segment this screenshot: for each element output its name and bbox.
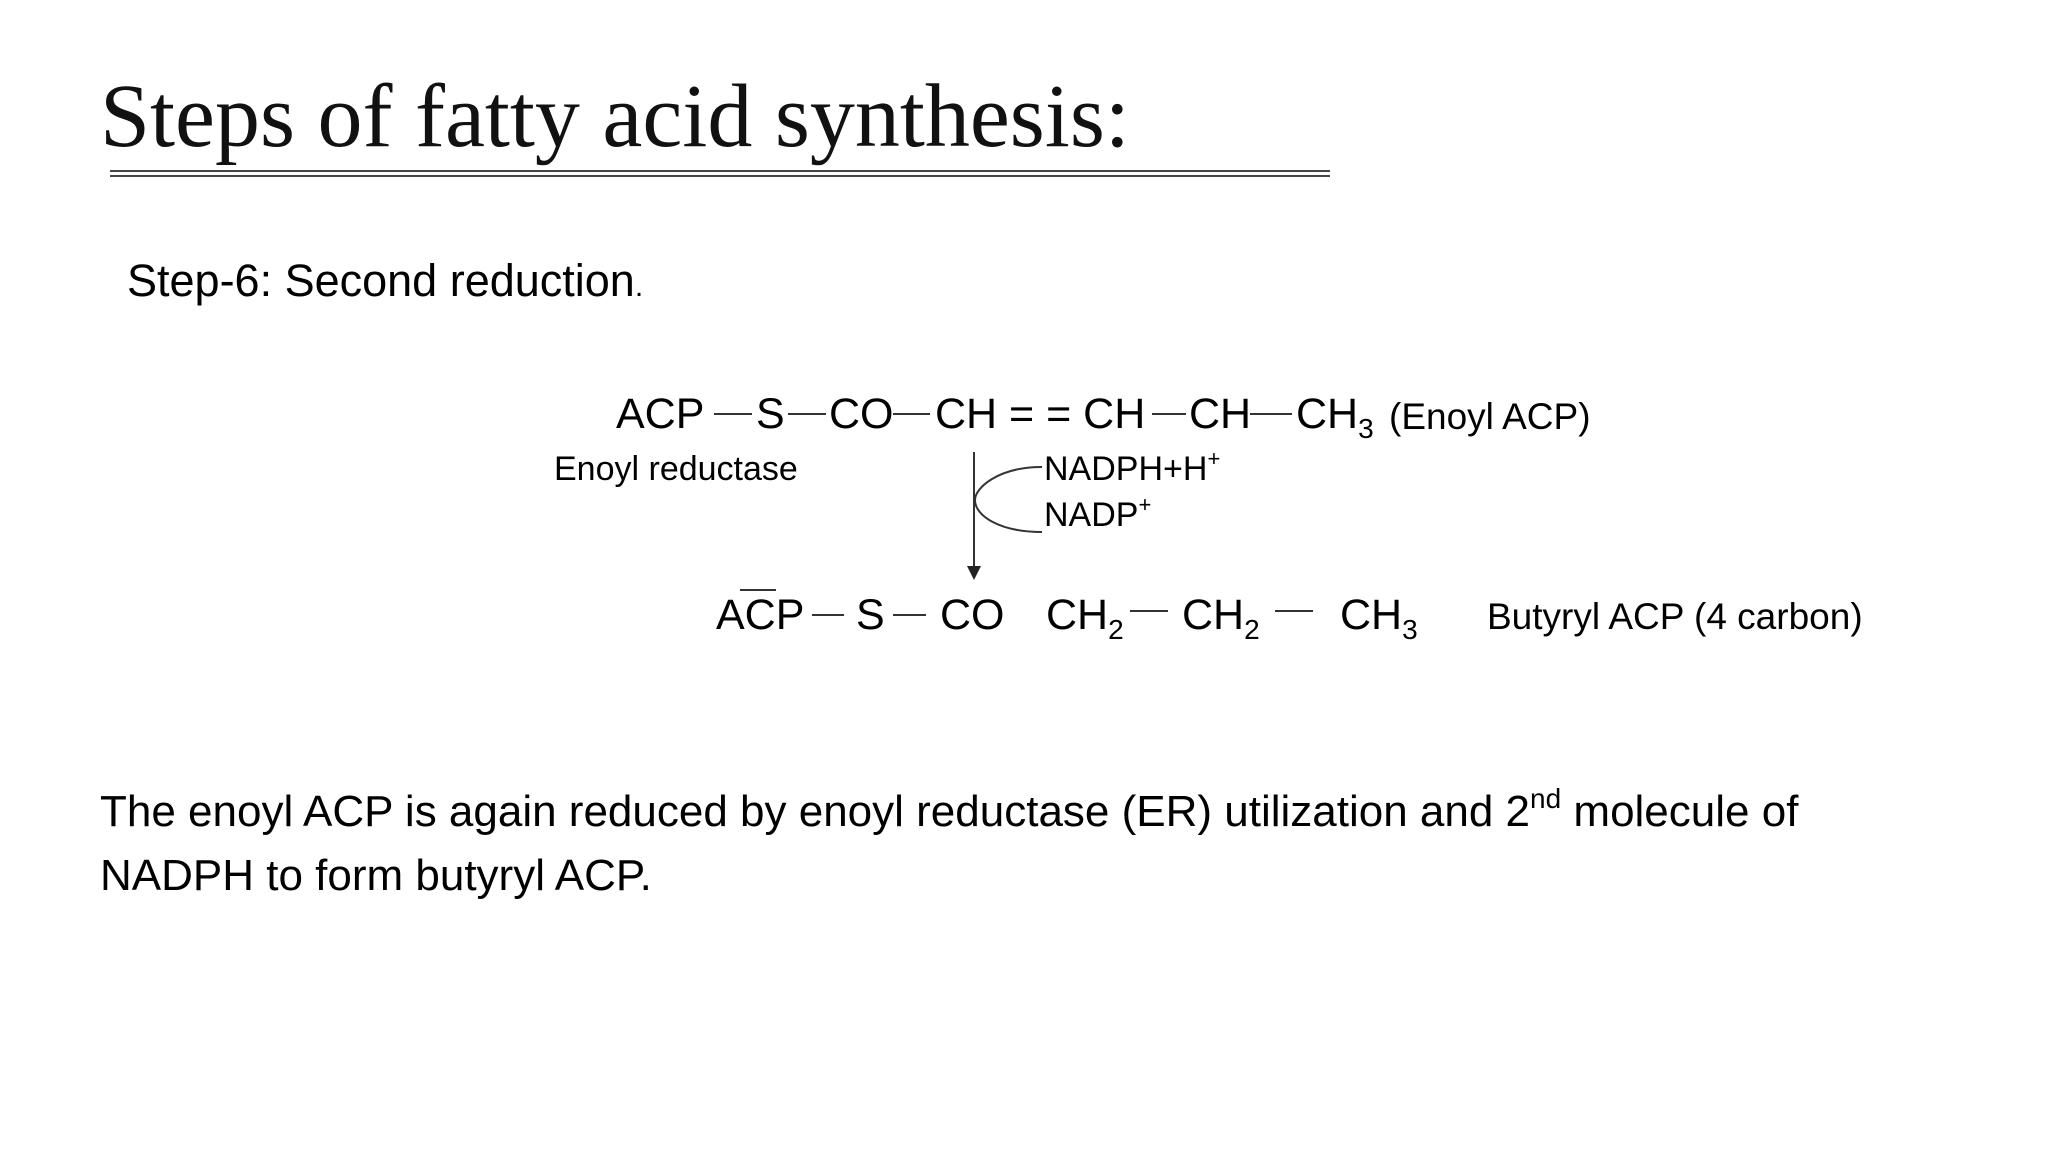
product-co: CO (940, 591, 1005, 639)
reaction-arrowhead (967, 566, 981, 580)
title-underline (110, 170, 1330, 172)
product-acp: ACP (716, 591, 805, 639)
product-ch2-first: CH2 (1046, 591, 1124, 645)
reactant-name: (Enoyl ACP) (1389, 396, 1591, 437)
reactant-s: S (756, 390, 785, 438)
slide-title: Steps of fatty acid synthesis: (100, 67, 1130, 166)
cofactor-curve (973, 466, 1043, 533)
description-paragraph: The enoyl ACP is again reduced by enoyl … (100, 783, 1799, 901)
reactant-ch3: CH3 (1296, 390, 1374, 444)
cofactor-in: NADPH+H+ (1044, 446, 1221, 488)
enzyme-label: Enoyl reductase (554, 450, 798, 488)
reactant-ch: CH (1189, 390, 1252, 438)
title-underline-second (110, 175, 1330, 177)
product-name: Butyryl ACP (4 carbon) (1487, 596, 1863, 637)
product-s: S (856, 591, 885, 639)
cofactor-out: NADP+ (1044, 492, 1152, 534)
reactant-co: CO (829, 390, 894, 438)
product-ch2-second: CH2 (1182, 591, 1260, 645)
reactant-ch-double-ch: CH = = CH (935, 390, 1146, 438)
step-label: Step-6: Second reduction. (127, 255, 644, 306)
product-ch3: CH3 (1340, 591, 1418, 645)
reactant-acp: ACP (616, 390, 705, 438)
